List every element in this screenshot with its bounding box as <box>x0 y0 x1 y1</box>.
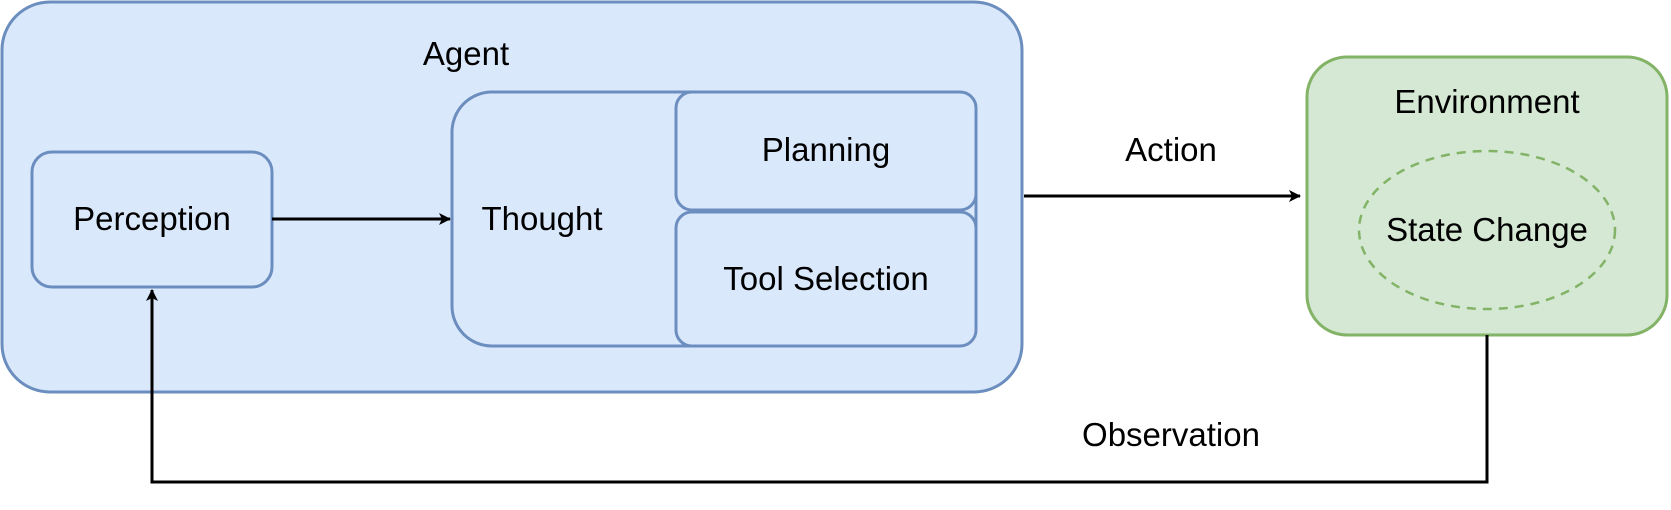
state-change-ellipse <box>1357 149 1617 311</box>
planning-box <box>674 90 978 212</box>
environment-title: Environment <box>1394 83 1579 120</box>
observation-label: Observation <box>1082 416 1260 453</box>
action-label: Action <box>1125 131 1217 168</box>
agent-title: Agent <box>423 35 509 72</box>
observation-arrow <box>146 289 1489 484</box>
perception-label: Perception <box>73 200 231 237</box>
tool-selection-box <box>674 210 978 348</box>
state-change-label: State Change <box>1386 211 1588 248</box>
planning-label: Planning <box>762 131 890 168</box>
thought-label: Thought <box>481 200 602 237</box>
tool-selection-label: Tool Selection <box>723 260 928 297</box>
